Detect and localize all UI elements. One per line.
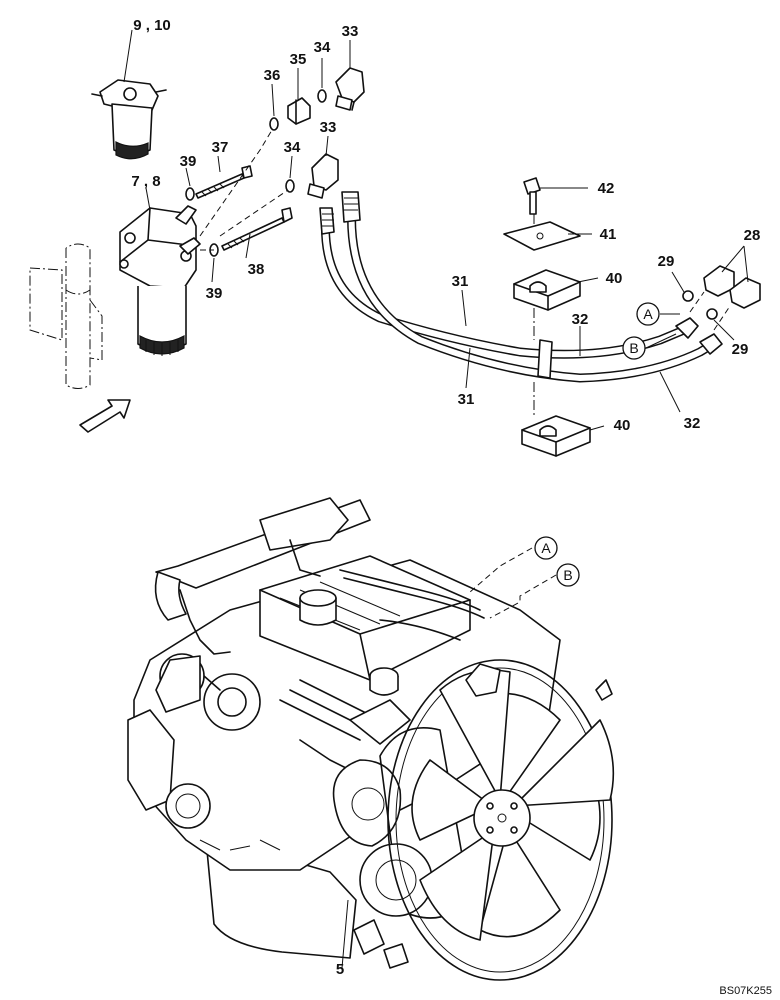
o-ring-34-lower: [285, 179, 295, 193]
callout-35: 35: [290, 51, 307, 68]
ref-b-engine: B: [556, 563, 580, 587]
drawing-code: BS07K255: [719, 985, 772, 997]
bolt-42: [523, 177, 541, 215]
o-ring-29-lower: [706, 308, 718, 320]
elbow-fitting-33-upper: [335, 67, 365, 111]
callout-37: 37: [212, 139, 229, 156]
callout-38: 38: [248, 261, 265, 278]
frame-post-hidden: [29, 243, 103, 389]
hose-32: [341, 191, 715, 383]
clamp-40-upper: [513, 269, 581, 311]
callout-34-upper: 34: [314, 39, 331, 56]
callout-40-lower: 40: [614, 417, 631, 434]
svg-text:A: A: [541, 540, 551, 556]
ref-b-top: B: [622, 336, 646, 360]
bolt-38: [221, 207, 293, 251]
callout-32-upper: 32: [572, 311, 589, 328]
o-ring-34-upper: [317, 89, 327, 103]
callout-39-lower: 39: [206, 285, 223, 302]
leader-lines: [123, 29, 749, 969]
adapter-35: [287, 97, 311, 125]
engine-assembly: [127, 497, 615, 981]
callout-29-lower: 29: [732, 341, 749, 358]
callout-31-upper: 31: [452, 273, 469, 290]
direction-arrow: [79, 399, 131, 433]
callout-7-8: 7 , 8: [131, 173, 160, 190]
svg-text:B: B: [563, 567, 572, 583]
plate-41: [503, 221, 581, 251]
callout-41: 41: [600, 226, 617, 243]
callout-9-10: 9 , 10: [133, 17, 171, 34]
callout-40-upper: 40: [606, 270, 623, 287]
callout-34-lower: 34: [284, 139, 301, 156]
callout-33-upper: 33: [342, 23, 359, 40]
callout-42: 42: [598, 180, 615, 197]
callout-31-lower: 31: [458, 391, 475, 408]
elbow-fitting-33-lower: [307, 153, 339, 199]
o-ring-36: [269, 117, 279, 131]
svg-text:B: B: [629, 340, 638, 356]
ref-a-engine: A: [534, 536, 558, 560]
callout-39-upper: 39: [180, 153, 197, 170]
callout-28: 28: [744, 227, 761, 244]
washer-39-upper: [185, 187, 195, 201]
callout-32-lower: 32: [684, 415, 701, 432]
callout-29-upper: 29: [658, 253, 675, 270]
o-ring-29-upper: [682, 290, 694, 302]
fuel-filter-bracket: [119, 205, 201, 289]
clamp-40-lower: [521, 415, 591, 457]
callout-36: 36: [264, 67, 281, 84]
callout-33-lower: 33: [320, 119, 337, 136]
ref-a-top: A: [636, 302, 660, 326]
hose-31: [319, 207, 689, 359]
fuel-filter-canister: [137, 286, 187, 356]
bolt-37: [195, 165, 253, 199]
svg-text:A: A: [643, 306, 653, 322]
callout-5: 5: [336, 961, 344, 978]
fitting-28-lower: [729, 277, 761, 309]
fuel-filter-top-part: [91, 79, 167, 160]
